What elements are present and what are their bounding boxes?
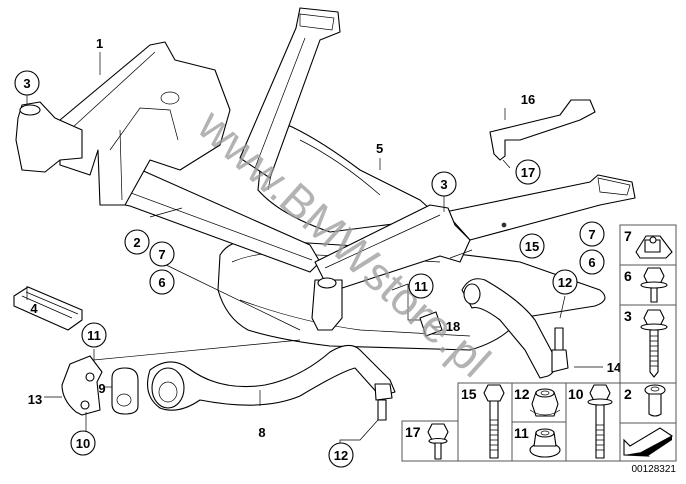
svg-text:17: 17: [405, 424, 421, 440]
callout-5: 5: [376, 141, 383, 156]
collar-nut-icon: [529, 388, 561, 417]
callout-13: 13: [28, 392, 42, 407]
grid-cell-arrow: [619, 422, 677, 462]
callout-2: 2: [124, 229, 150, 255]
bushing-mount: [311, 279, 343, 331]
grid-cell-6[interactable]: 6: [619, 264, 677, 306]
grille-4: [13, 286, 83, 331]
callout-1: 1: [96, 36, 103, 51]
callout-8: 8: [258, 425, 265, 440]
svg-text:11: 11: [514, 425, 529, 441]
bracket-13: [61, 355, 103, 416]
svg-text:12: 12: [558, 275, 572, 290]
direction-arrow-icon: [623, 427, 674, 457]
svg-text:17: 17: [521, 165, 535, 180]
axle-carrier-left: [59, 41, 231, 206]
callout-11-center: 11: [408, 273, 434, 299]
pad-18: [419, 311, 443, 337]
svg-text:2: 2: [624, 386, 632, 402]
sheet-number: 00128321: [632, 464, 677, 475]
svg-text:7: 7: [624, 228, 632, 244]
hex-bolt-long-icon: [483, 384, 505, 459]
hex-bolt-short-icon: [427, 423, 449, 460]
svg-text:6: 6: [624, 268, 632, 284]
svg-text:11: 11: [414, 279, 428, 294]
svg-text:15: 15: [461, 386, 477, 402]
grid-cell-11[interactable]: 11: [511, 421, 567, 462]
grid-cell-12[interactable]: 12: [511, 382, 567, 423]
callout-12-right: 12: [552, 269, 578, 295]
strut-brace-top: [239, 7, 341, 179]
callout-16: 16: [521, 92, 535, 107]
grid-cell-15[interactable]: 15: [457, 382, 513, 462]
control-arm-8: [147, 344, 396, 411]
svg-text:10: 10: [568, 386, 584, 402]
svg-text:6: 6: [588, 255, 595, 270]
callout-18: 18: [446, 319, 460, 334]
grid-cell-10[interactable]: 10: [565, 382, 621, 462]
svg-text:7: 7: [588, 227, 595, 242]
callout-17: 17: [515, 159, 541, 185]
callouts: 1 2 3 3 4 5 6 6 7 7 8: [14, 36, 622, 468]
callout-15: 15: [519, 233, 545, 259]
svg-text:12: 12: [514, 386, 530, 402]
callout-4: 4: [30, 301, 38, 316]
ball-joint-14: [551, 349, 569, 373]
flange-nut-icon: [529, 428, 561, 458]
svg-text:3: 3: [624, 308, 632, 324]
clip-nut-icon: [635, 235, 673, 259]
bushing-9: [111, 367, 139, 415]
svg-text:2: 2: [133, 235, 140, 250]
callout-11-left: 11: [81, 322, 107, 348]
svg-text:3: 3: [23, 76, 30, 91]
svg-text:15: 15: [525, 239, 539, 254]
grid-cell-7[interactable]: 7: [619, 224, 677, 266]
bracket-16: [489, 99, 596, 161]
callout-6-right: 6: [579, 249, 605, 275]
callout-7-right: 7: [579, 221, 605, 247]
mount-bracket-left: [15, 101, 83, 173]
cross-arm-center: [314, 204, 471, 293]
callout-12-bottom: 12: [328, 442, 354, 468]
callout-7-left: 7: [149, 241, 175, 267]
parts-grid: 7 6 3: [401, 224, 677, 462]
grid-cell-3[interactable]: 3: [619, 304, 677, 384]
rivet-icon: [644, 384, 666, 417]
hex-bolt-long-icon: [640, 309, 668, 378]
callout-3-right: 3: [431, 171, 457, 197]
callout-3-left: 3: [14, 70, 40, 96]
callout-9: 9: [98, 381, 105, 396]
hex-bolt-short-icon: [640, 267, 668, 303]
svg-text:10: 10: [76, 436, 90, 451]
grid-cell-2[interactable]: 2: [619, 382, 677, 424]
grid-cell-17[interactable]: 17: [401, 420, 459, 462]
callout-10: 10: [70, 430, 96, 456]
callout-14: 14: [607, 360, 622, 375]
transverse-arm-right: [444, 174, 636, 241]
hex-bolt-long-icon: [587, 384, 613, 459]
svg-text:7: 7: [158, 247, 165, 262]
svg-text:3: 3: [440, 177, 447, 192]
svg-text:12: 12: [334, 448, 348, 463]
svg-text:11: 11: [87, 328, 101, 343]
svg-text:6: 6: [158, 275, 165, 290]
callout-6-left: 6: [149, 269, 175, 295]
subframe-illustration: [13, 7, 636, 421]
